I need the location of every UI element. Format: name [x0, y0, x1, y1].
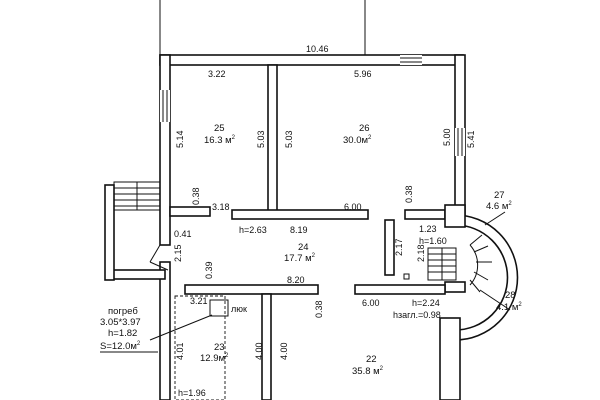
cellar-outline	[174, 295, 226, 400]
cellar-height: h=1.82	[108, 328, 137, 339]
wall-25-bottom	[169, 206, 211, 217]
dim-820: 8.20	[287, 275, 305, 285]
dim-318: 3.18	[212, 202, 230, 212]
room-24-number: 24	[298, 242, 309, 253]
h-196: h=1.96	[178, 388, 206, 398]
room-27-number: 27	[494, 190, 505, 201]
dim-123: 1.23	[419, 224, 437, 234]
room-26-area: 30.0м2	[343, 135, 372, 146]
dim-r25-left: 5.14	[175, 130, 185, 148]
dim-600-a: 6.00	[344, 202, 362, 212]
wall-27-left	[404, 209, 446, 220]
room-28-area: 4.1 м2	[496, 302, 522, 313]
dim-top-total: 10.46	[306, 44, 329, 54]
wall-left-lower	[159, 261, 171, 400]
room-25-area: 16.3 м2	[204, 135, 236, 146]
dim-400-b: 4.00	[279, 342, 289, 360]
dim-039: 0.39	[204, 261, 214, 279]
dim-218: 2.18	[416, 244, 426, 262]
dim-041: 0.41	[174, 229, 192, 239]
room-26-number: 26	[359, 123, 370, 134]
h-160: h=1.60	[419, 236, 447, 246]
dim-r26-top: 5.96	[354, 69, 372, 79]
wall-bay-top	[444, 204, 466, 228]
wall-26-bottom	[231, 209, 369, 220]
dim-r25-right: 5.03	[256, 130, 266, 148]
room-22-area: 35.8 м2	[352, 366, 384, 377]
h-224: h=2.24	[412, 298, 440, 308]
wall-entrance	[109, 269, 166, 280]
dim-r26-left: 5.03	[284, 130, 294, 148]
room-22-number: 22	[366, 354, 377, 365]
room-28-number: 28	[505, 290, 516, 301]
hatch	[209, 299, 229, 317]
wall-23-22	[261, 293, 272, 400]
wall-right-lower	[439, 317, 461, 400]
room-24-area: 17.7 м2	[284, 253, 316, 264]
wall-25-26	[267, 64, 278, 216]
h-zagl: hзагл.=0.98	[393, 310, 441, 320]
wall-bay-mid	[444, 281, 466, 293]
dim-038-b: 0.38	[404, 185, 414, 203]
room-23-area: 12.9м2	[200, 353, 229, 364]
cellar-size: 3.05*3.97	[100, 317, 141, 328]
room-25-number: 25	[214, 123, 225, 134]
room-27-area: 4.6 м2	[486, 201, 512, 212]
dim-400-a: 4.00	[254, 342, 264, 360]
wall-bay	[454, 214, 519, 341]
dim-321: 3.21	[190, 296, 208, 306]
cellar-title: погреб	[108, 306, 138, 317]
wall-22-top	[354, 284, 446, 295]
hatch-label: люк	[231, 304, 247, 314]
dim-r26-right-a: 5.00	[442, 128, 452, 146]
dim-819: 8.19	[290, 225, 308, 235]
wall-24-bottom	[184, 284, 319, 295]
stairs	[427, 247, 457, 281]
dim-215: 2.15	[173, 244, 183, 262]
dim-r25-top: 3.22	[208, 69, 226, 79]
dim-038-c: 0.38	[314, 300, 324, 318]
dim-r26-right-b: 5.41	[466, 130, 476, 148]
dim-038-a: 0.38	[191, 187, 201, 205]
cellar-area: S=12.0м2	[100, 341, 141, 352]
h-263: h=2.63	[239, 225, 267, 235]
room-23-number: 23	[214, 342, 225, 353]
wall-left-upper	[159, 54, 171, 246]
porch-stairs	[104, 181, 161, 281]
dim-600-b: 6.00	[362, 298, 380, 308]
dim-217: 2.17	[394, 238, 404, 256]
dim-401: 4.01	[175, 342, 185, 360]
